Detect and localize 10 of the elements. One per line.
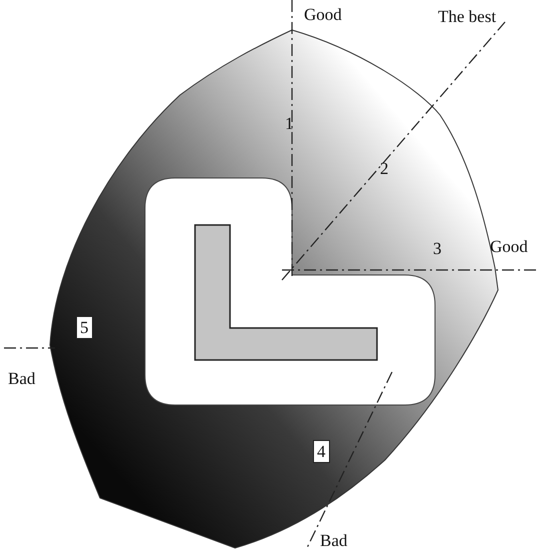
zone-number: 5	[76, 316, 92, 339]
direction-label: Bad	[320, 532, 348, 549]
direction-label: 2	[380, 160, 388, 177]
direction-label: 3	[433, 240, 442, 257]
direction-label: Good	[490, 238, 528, 255]
direction-label: Good	[304, 6, 342, 23]
direction-label: Bad	[8, 370, 36, 387]
zone-number: 4	[313, 440, 330, 463]
direction-label: The best	[438, 8, 496, 25]
direction-label: 1	[285, 115, 294, 132]
